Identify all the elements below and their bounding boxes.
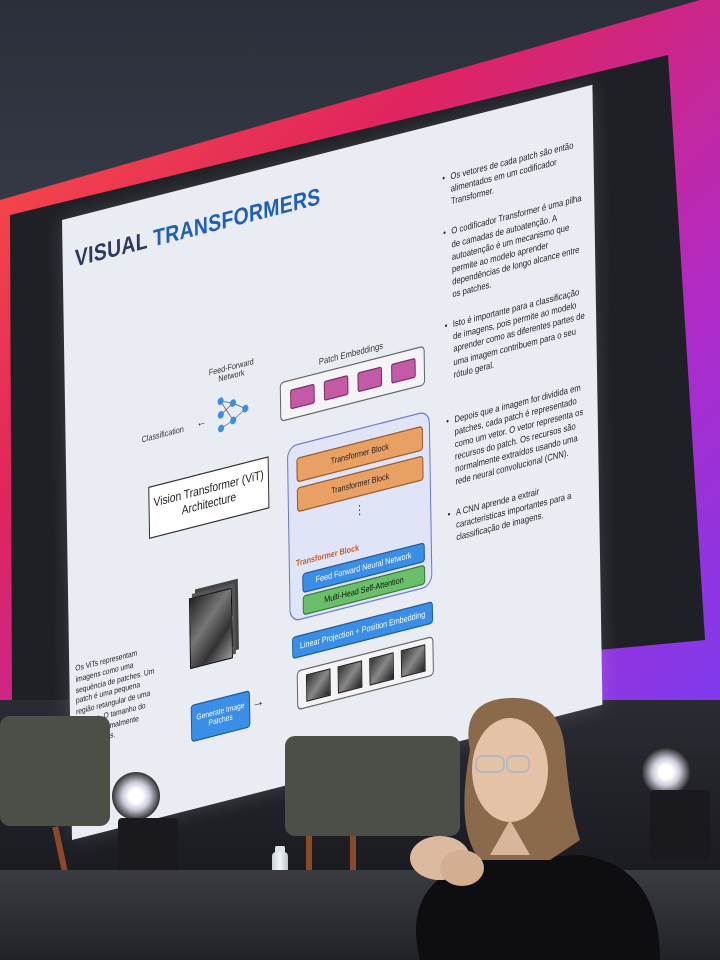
generate-patches-block: Generate Image Patches <box>190 690 251 743</box>
image-patch <box>337 660 362 694</box>
vit-architecture-box: Vision Transformer (ViT) Architecture <box>148 456 270 539</box>
image-patch <box>400 644 426 678</box>
arrow-to-classification: ← <box>196 414 207 431</box>
embedding-vector <box>289 383 315 410</box>
input-image-stack <box>188 587 233 670</box>
transformer-encoder-stack: Transformer Block Transformer Block ⋮ Tr… <box>286 410 433 623</box>
image-patch <box>305 668 331 702</box>
embedding-vector <box>356 366 382 393</box>
classification-label: Classification <box>141 425 184 445</box>
embedding-vector <box>390 357 416 384</box>
stage-light-left <box>112 772 160 820</box>
bullet-item: Depois que a imagem for dividida em patc… <box>446 379 590 491</box>
image-patch <box>368 652 394 686</box>
armchair-left <box>0 716 110 826</box>
embedding-vector <box>323 375 349 402</box>
arrow-to-patches: → <box>251 691 265 712</box>
feed-forward-label: Feed-Forward Network <box>208 357 254 385</box>
water-bottle-cap <box>275 846 285 854</box>
neural-network-icon <box>217 397 249 433</box>
stage-light-base <box>118 818 178 878</box>
bullet-item: O codificador Transformer é uma pilha de… <box>443 192 587 304</box>
stage-light-right <box>642 748 690 796</box>
ellipsis: ⋮ <box>354 502 365 519</box>
presentation-slide: VISUAL TRANSFORMERS Feed-Forward Network… <box>62 84 603 841</box>
slide-bullet-list: Os vetores de cada patch são então alime… <box>442 136 591 563</box>
bullet-item: Isto é importante para a classificação d… <box>445 284 589 383</box>
armchair-center <box>285 736 460 836</box>
sign-language-interpreter <box>410 697 660 960</box>
stage-light-base <box>650 790 710 860</box>
